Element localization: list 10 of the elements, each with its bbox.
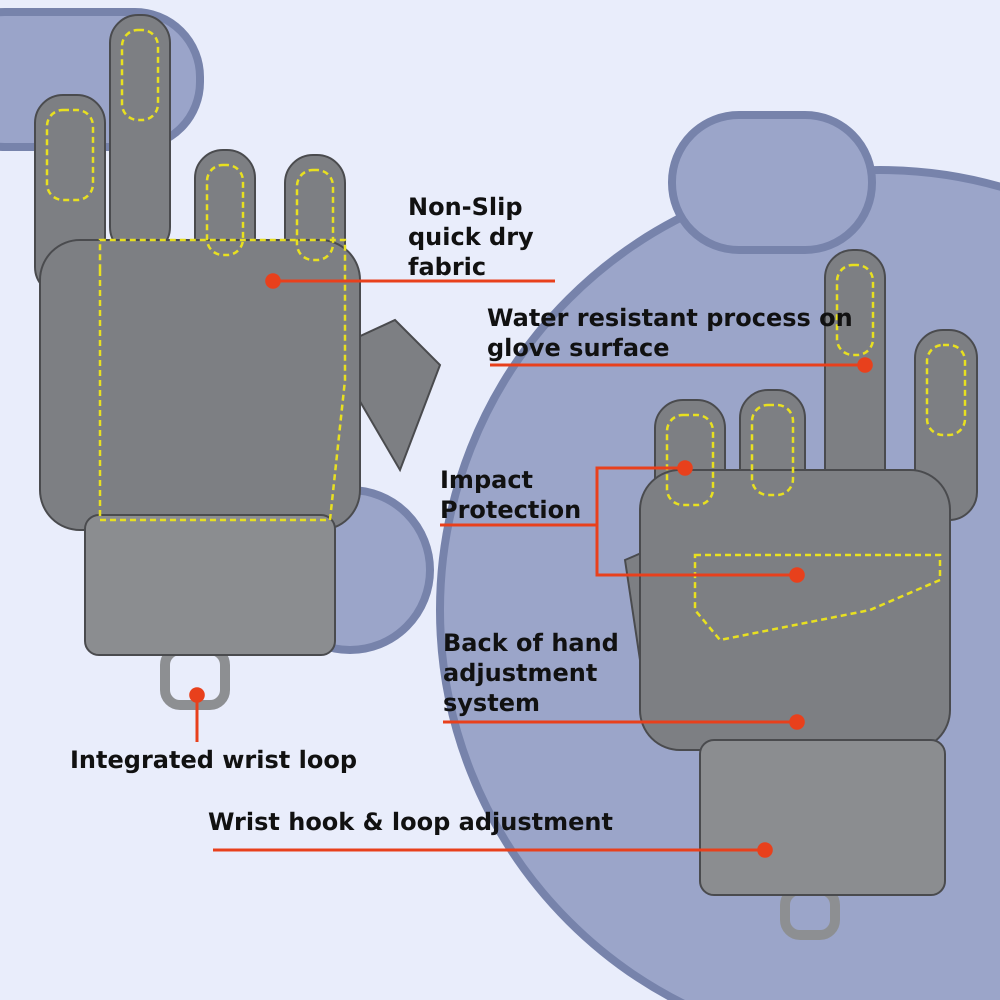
callout-text: Non-Slip quick dry fabric bbox=[408, 192, 578, 282]
callout-text: Wrist hook & loop adjustment bbox=[208, 807, 678, 837]
leader-line bbox=[189, 687, 205, 742]
callout-text: Integrated wrist loop bbox=[70, 745, 400, 775]
leader-line bbox=[265, 273, 555, 289]
callout-text: Back of hand adjustment system bbox=[443, 628, 643, 718]
leader-line bbox=[213, 842, 773, 858]
callout-text: Impact Protection bbox=[440, 465, 610, 525]
leader-line bbox=[490, 357, 873, 373]
leader-line bbox=[440, 524, 805, 583]
